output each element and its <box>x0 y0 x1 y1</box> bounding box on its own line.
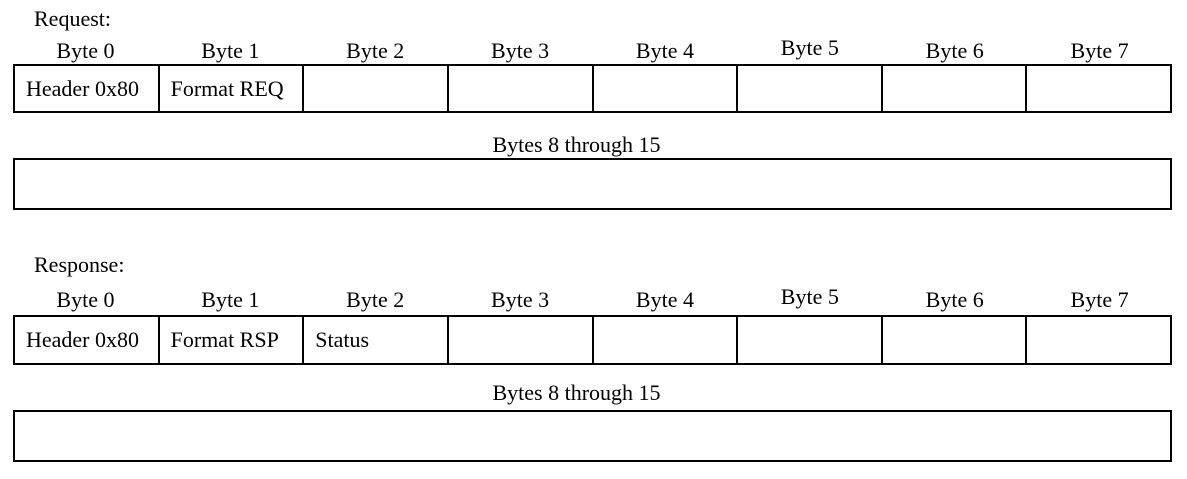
response-byte-cell-5 <box>736 317 881 363</box>
response-byte-cell-0: Header 0x80 <box>26 327 140 352</box>
request-byte-header-3: Byte 3 <box>491 38 550 63</box>
response-byte-header-5: Byte 5 <box>780 284 839 309</box>
request-byte-cell-1: Format REQ <box>157 66 303 111</box>
response-span-label: Bytes 8 through 15 <box>492 380 661 405</box>
response-byte-header-2: Byte 2 <box>346 287 405 312</box>
response-byte-cell-2: Status <box>302 317 447 363</box>
response-byte-header-4: Byte 4 <box>635 287 694 312</box>
response-bytes-8-15-box <box>13 410 1172 462</box>
request-byte-header-7: Byte 7 <box>1070 38 1129 63</box>
request-bytes-8-15-box <box>13 158 1172 210</box>
request-byte-row: Header 0x80 Format REQ <box>13 64 1172 113</box>
response-byte-header-3: Byte 3 <box>491 287 550 312</box>
request-byte-header-1: Byte 1 <box>201 38 260 63</box>
request-byte-cell-5 <box>736 66 881 111</box>
response-byte-cell-6 <box>880 317 1026 363</box>
request-span-label: Bytes 8 through 15 <box>492 132 661 157</box>
response-byte-cell-3 <box>446 317 592 363</box>
response-byte-header-6: Byte 6 <box>925 287 984 312</box>
request-byte-cell-4 <box>591 66 737 111</box>
request-byte-cell-6 <box>880 66 1026 111</box>
request-byte-cell-0: Header 0x80 <box>26 75 140 101</box>
response-byte-cell-1: Format RSP <box>157 317 303 363</box>
response-byte-header-row: Byte 0 Byte 1 Byte 2 Byte 3 Byte 4 Byte … <box>13 284 1172 313</box>
request-byte-header-5: Byte 5 <box>780 35 839 60</box>
request-byte-header-0: Byte 0 <box>56 38 115 63</box>
response-section-label: Response: <box>34 252 125 277</box>
request-byte-header-row: Byte 0 Byte 1 Byte 2 Byte 3 Byte 4 Byte … <box>13 35 1172 64</box>
request-section-label: Request: <box>34 6 111 31</box>
request-byte-header-2: Byte 2 <box>346 38 405 63</box>
response-byte-cell-4 <box>591 317 737 363</box>
request-byte-cell-2 <box>302 66 447 111</box>
request-byte-header-4: Byte 4 <box>635 38 694 63</box>
response-byte-header-0: Byte 0 <box>56 287 115 312</box>
response-byte-header-1: Byte 1 <box>201 287 260 312</box>
response-byte-cell-7 <box>1025 317 1170 363</box>
request-byte-header-6: Byte 6 <box>925 38 984 63</box>
request-byte-cell-7 <box>1025 66 1170 111</box>
response-byte-header-7: Byte 7 <box>1070 287 1129 312</box>
response-byte-row: Header 0x80 Format RSP Status <box>13 315 1172 365</box>
request-byte-cell-3 <box>446 66 592 111</box>
